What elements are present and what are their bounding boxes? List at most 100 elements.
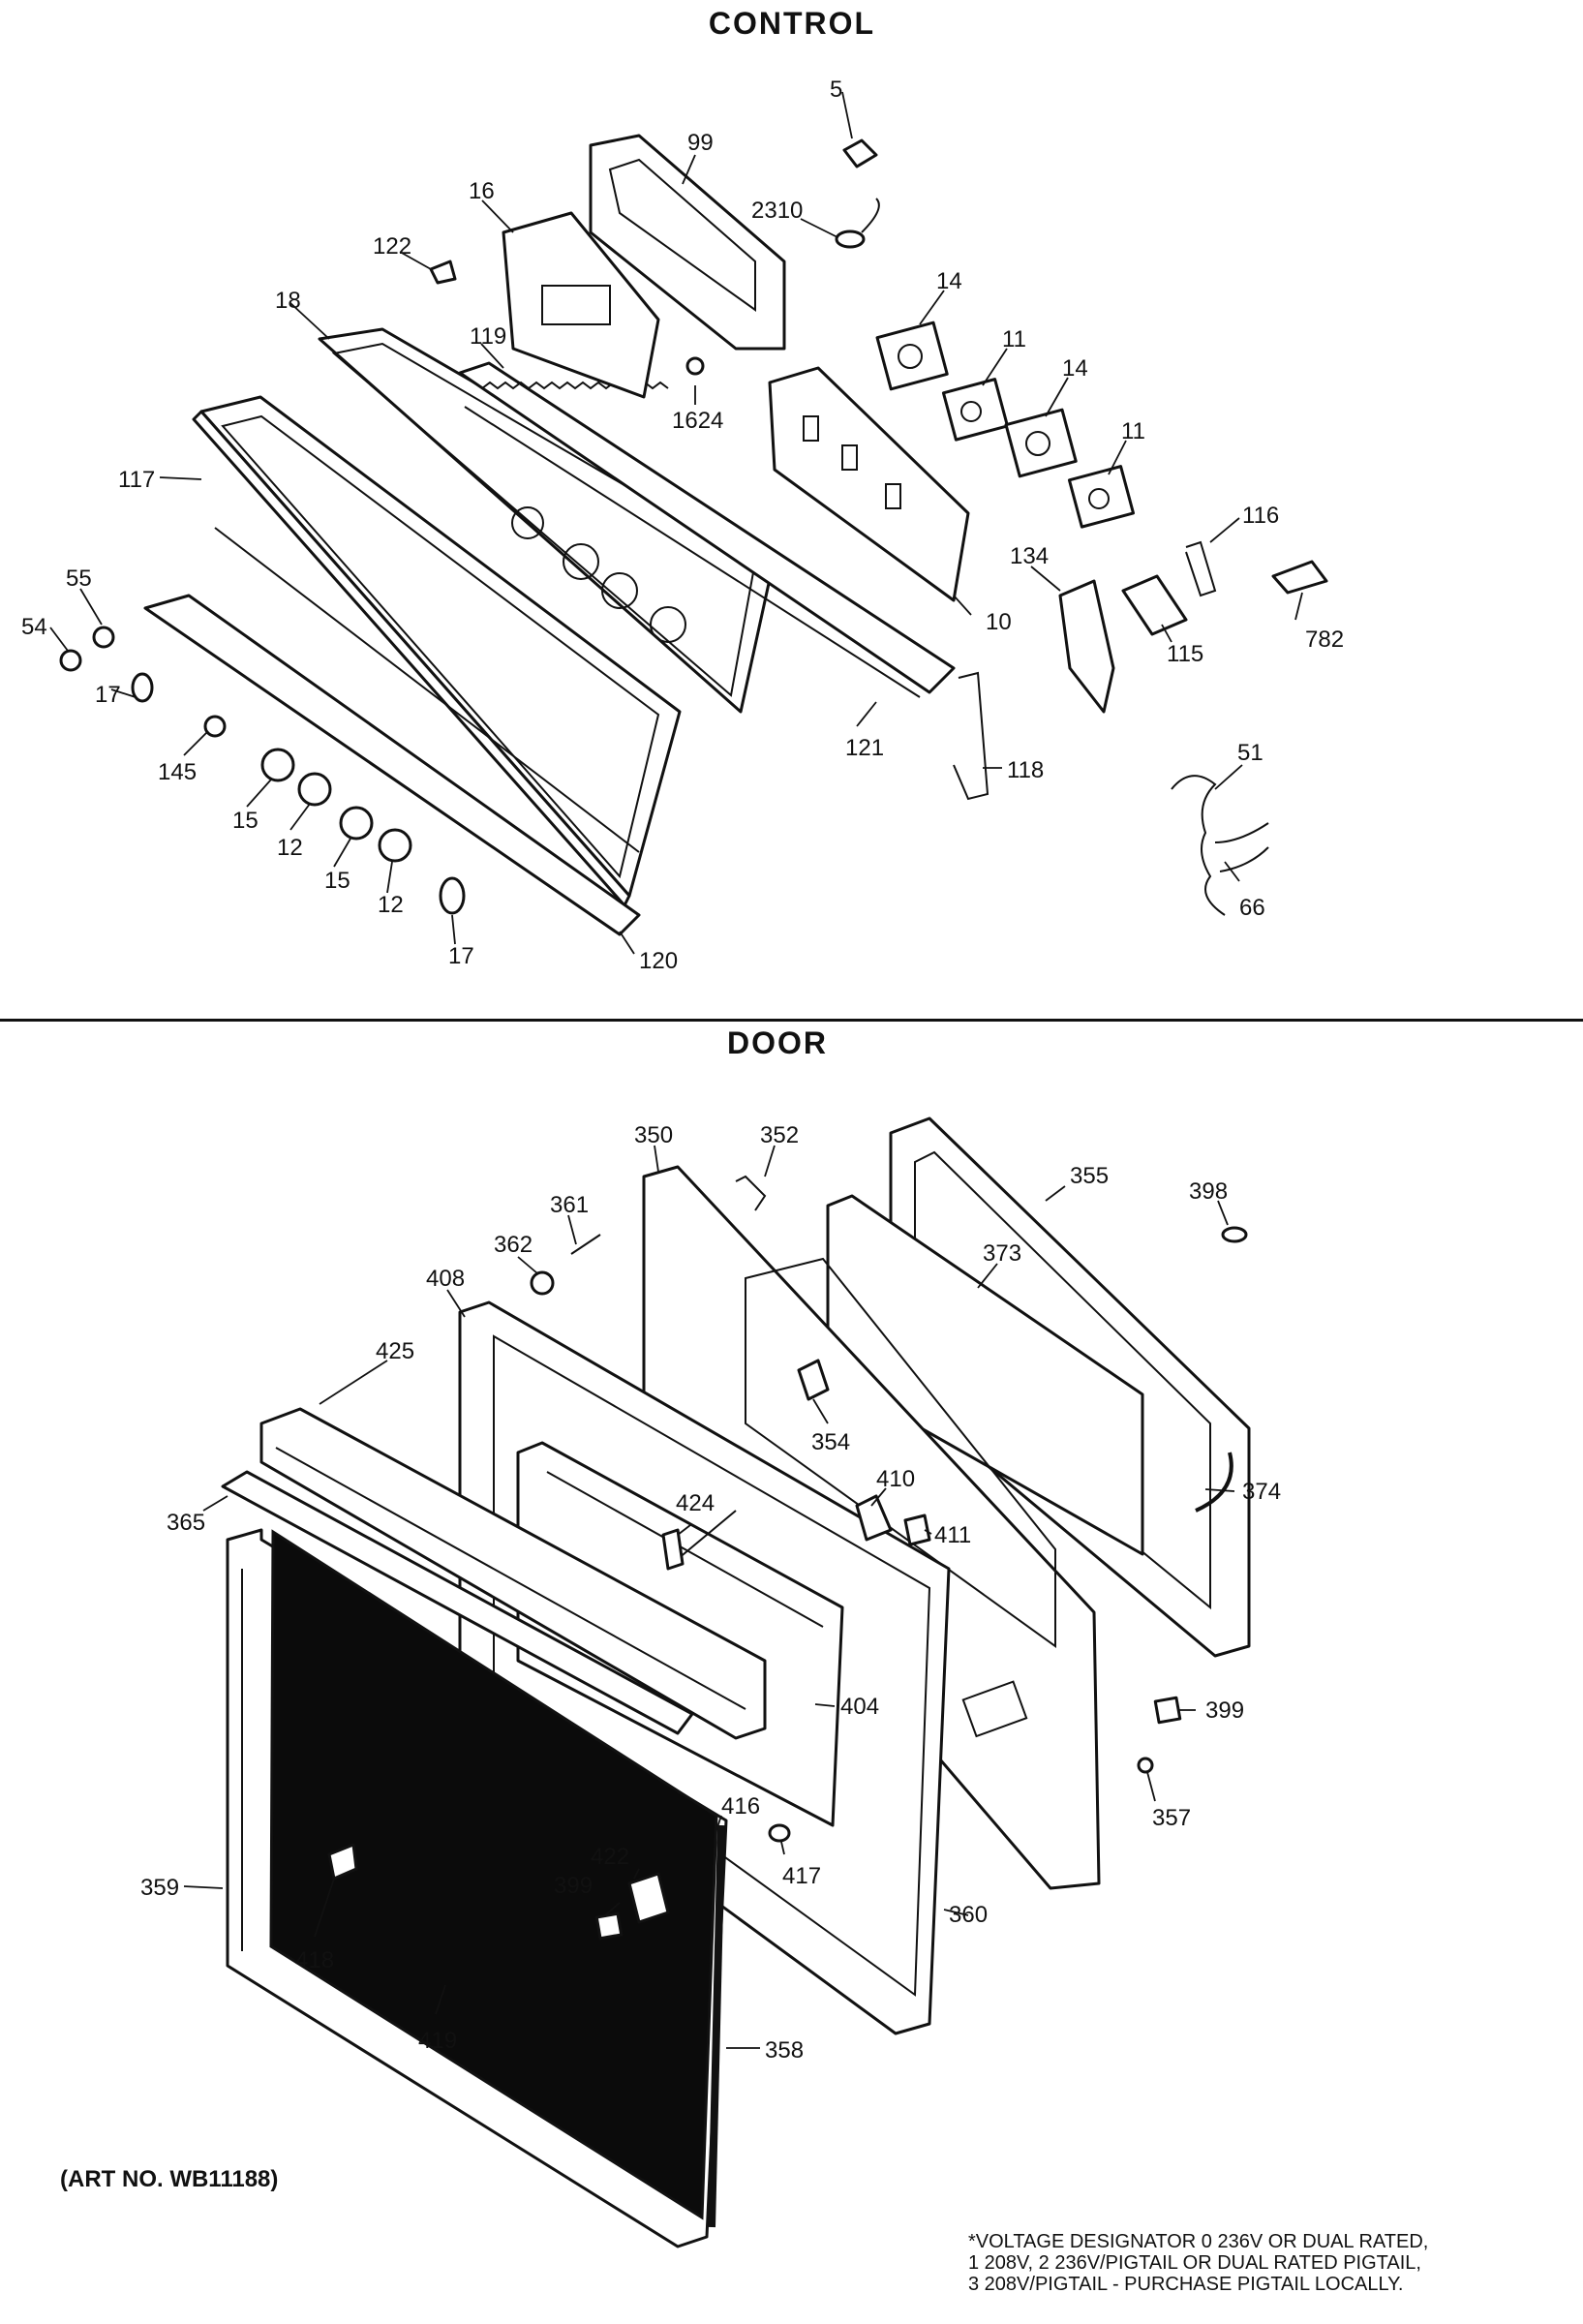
part-417-bumper: [768, 1823, 791, 1843]
section-divider: [0, 1019, 1583, 1022]
callout-359: 359: [140, 1875, 179, 1901]
part-422-hinge: [627, 1872, 670, 1924]
part-411-clip: [903, 1514, 931, 1546]
voltage-note-line-1: *VOLTAGE DESIGNATOR 0 236V OR DUAL RATED…: [968, 2231, 1429, 2252]
callout-358: 358: [765, 2037, 804, 2064]
callout-416: 416: [721, 1793, 760, 1819]
part-352-hinge: [735, 1175, 767, 1211]
control-section-title: CONTROL: [708, 6, 876, 41]
part-10-switch-plate: [768, 366, 970, 602]
part-118-bracket: [953, 671, 989, 801]
callout-365: 365: [167, 1510, 205, 1536]
part-51-66-wire-harness: [1171, 775, 1269, 916]
callout-17: 17: [95, 682, 121, 708]
part-12-knob: [297, 772, 332, 807]
callout-55: 55: [66, 566, 92, 592]
voltage-note-line-3: 3 208V/PIGTAIL - PURCHASE PIGTAIL LOCALL…: [968, 2274, 1404, 2295]
callout-399-second: 399: [554, 1873, 593, 1899]
part-1624-grommet: [685, 356, 705, 376]
part-11-switch: [941, 378, 1010, 442]
callout-398: 398: [1189, 1178, 1228, 1205]
part-16-control-bracket: [502, 211, 660, 399]
door-assembly: 350 352 355 398 361 362 373 408 425 354 …: [140, 1116, 1281, 2248]
part-374-gasket-strip: [1195, 1452, 1233, 1513]
callout-425: 425: [376, 1338, 414, 1364]
part-119-121-heat-shield: [458, 361, 956, 698]
part-116-clip: [1185, 540, 1217, 597]
part-354-clip: [797, 1359, 830, 1401]
callout-12: 12: [277, 835, 303, 861]
callout-411: 411: [934, 1522, 971, 1548]
part-99-mounting-bracket: [589, 134, 786, 351]
part-15-knob: [260, 748, 295, 782]
part-11-switch-second: [1067, 465, 1136, 529]
callout-15: 15: [232, 808, 259, 834]
control-assembly: 5 99 2310 16 122 18 119 14 11 14 11 1624…: [21, 76, 1344, 974]
callout-2310: 2310: [751, 198, 803, 224]
callout-145: 145: [158, 759, 197, 785]
callout-1624: 1624: [672, 408, 723, 434]
callout-99: 99: [687, 130, 714, 156]
part-15-knob-second: [339, 806, 374, 841]
callout-16: 16: [469, 178, 495, 204]
part-782-plug: [1271, 560, 1328, 595]
control-callout-labels: 5 99 2310 16 122 18 119 14 11 14 11 1624…: [21, 76, 1344, 974]
door-callout-labels: 350 352 355 398 361 362 373 408 425 354 …: [140, 1122, 1281, 2064]
callout-134: 134: [1010, 543, 1049, 569]
part-424-bracket: [661, 1528, 685, 1571]
callout-399: 399: [1205, 1697, 1244, 1724]
callout-357: 357: [1152, 1805, 1191, 1831]
voltage-note-line-2: 1 208V, 2 236V/PIGTAIL OR DUAL RATED PIG…: [968, 2252, 1421, 2274]
callout-12-second: 12: [378, 892, 404, 918]
part-358-door-gasket: [708, 1824, 725, 2228]
callout-354: 354: [811, 1429, 850, 1455]
part-410-hinge-clip: [855, 1494, 893, 1542]
callout-18: 18: [275, 288, 301, 314]
part-2310-sensor: [835, 198, 880, 249]
callout-119: 119: [470, 323, 506, 350]
callout-117: 117: [118, 467, 155, 493]
callout-361: 361: [550, 1192, 589, 1218]
callout-115: 115: [1167, 641, 1203, 667]
part-14-timer: [875, 321, 949, 391]
part-359-outer-door-panel: [226, 1528, 728, 2248]
callout-121: 121: [845, 735, 884, 761]
callout-404: 404: [840, 1694, 879, 1720]
callout-350: 350: [634, 1122, 673, 1148]
part-17-lamp-second: [439, 876, 466, 915]
control-leader-lines: [49, 91, 1303, 955]
door-section-title: DOOR: [727, 1025, 828, 1060]
callout-355: 355: [1070, 1163, 1109, 1189]
callout-14-second: 14: [1062, 355, 1088, 382]
callout-782: 782: [1305, 627, 1344, 653]
callout-408: 408: [426, 1266, 465, 1292]
callout-373: 373: [983, 1240, 1021, 1267]
callout-422: 422: [591, 1844, 629, 1870]
part-120-trim-strip: [143, 594, 641, 936]
callout-14: 14: [936, 268, 962, 294]
callout-11-second: 11: [1121, 418, 1145, 444]
callout-417: 417: [782, 1863, 821, 1889]
callout-10: 10: [986, 609, 1012, 635]
part-134-bracket: [1058, 579, 1115, 714]
callout-54: 54: [21, 614, 47, 640]
part-12-knob-second: [378, 828, 412, 863]
callout-418: 418: [295, 1947, 334, 1973]
callout-11: 11: [1002, 326, 1026, 352]
callout-120: 120: [639, 948, 678, 974]
part-54-knob-cap: [59, 649, 82, 672]
callout-15-second: 15: [324, 868, 350, 894]
door-leader-lines: [183, 1145, 1235, 2049]
callout-362: 362: [494, 1232, 533, 1258]
part-399-stop-second: [594, 1911, 624, 1941]
part-115-switch: [1121, 574, 1188, 636]
voltage-designator-note: *VOLTAGE DESIGNATOR 0 236V OR DUAL RATED…: [968, 2231, 1578, 2295]
part-398-pin: [1221, 1226, 1248, 1243]
callout-352: 352: [760, 1122, 799, 1148]
callout-118: 118: [1007, 757, 1044, 783]
part-418-latch: [327, 1843, 358, 1881]
art-number: (ART NO. WB11188): [60, 2166, 279, 2192]
callout-66: 66: [1239, 895, 1265, 921]
callout-116: 116: [1242, 503, 1279, 529]
